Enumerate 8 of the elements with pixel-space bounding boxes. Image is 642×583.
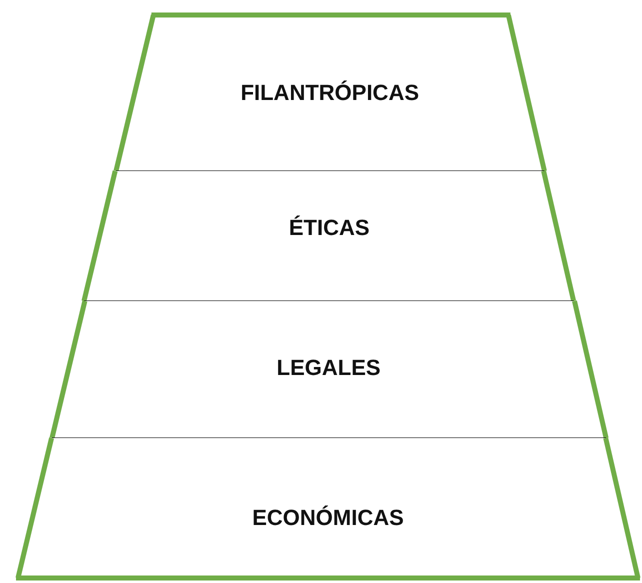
pyramid-level (15, 435, 641, 581)
pyramid-level (112, 12, 547, 174)
level-label: LEGALES (276, 355, 381, 381)
level-label: FILANTRÓPICAS (240, 80, 420, 106)
level-label: ECONÓMICAS (252, 505, 404, 531)
level-label: ÉTICAS (288, 215, 370, 241)
pyramid-level (48, 298, 609, 441)
pyramid-level (81, 168, 578, 304)
